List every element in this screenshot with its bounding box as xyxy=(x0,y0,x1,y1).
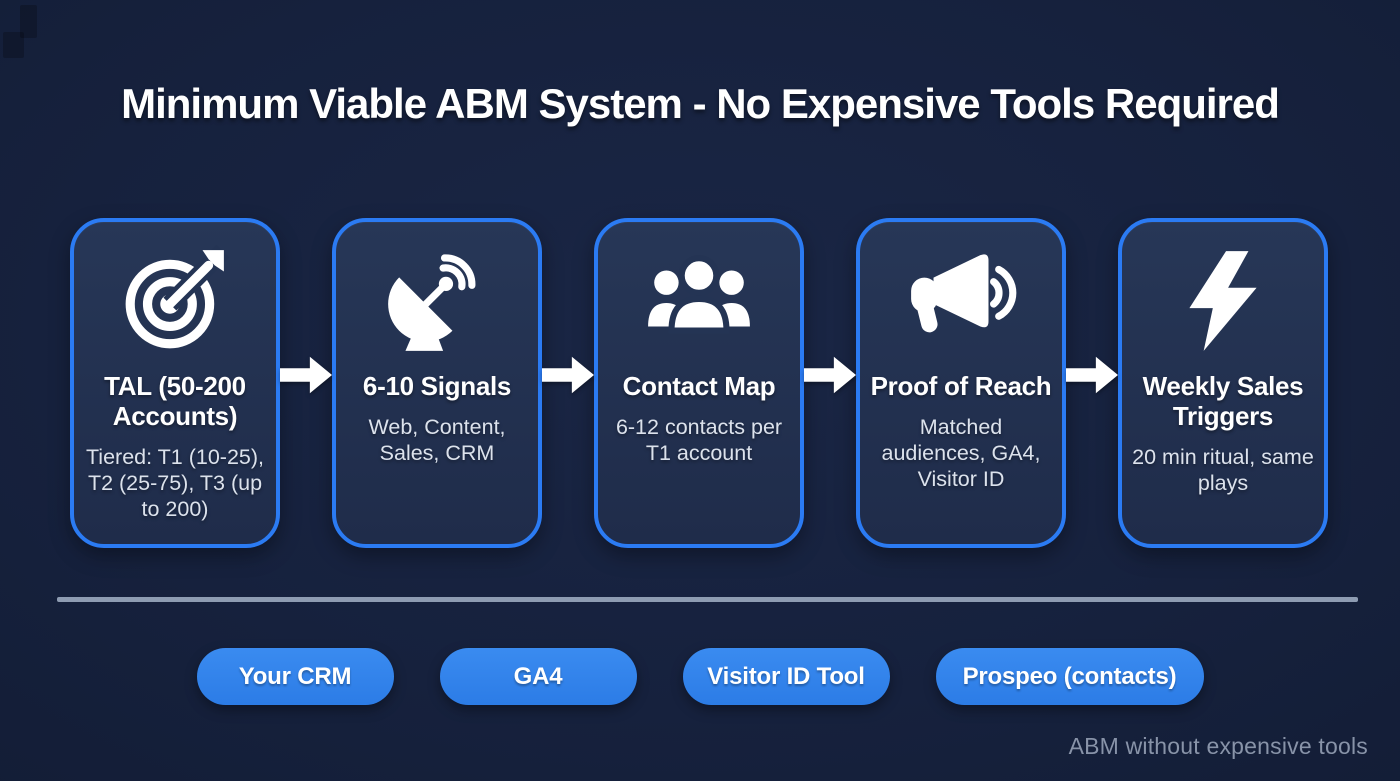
arrow-right-icon xyxy=(804,355,856,395)
step-card-signals: 6-10 Signals Web, Content, Sales, CRM xyxy=(332,218,542,548)
corner-artifact xyxy=(20,5,37,38)
arrow-right-icon xyxy=(280,355,332,395)
page-title: Minimum Viable ABM System - No Expensive… xyxy=(121,80,1280,127)
step-card-contact-map: Contact Map 6-12 contacts per T1 account xyxy=(594,218,804,548)
step-card-proof-of-reach: Proof of Reach Matched audiences, GA4, V… xyxy=(856,218,1066,548)
step-subtitle: 6-12 contacts per T1 account xyxy=(615,415,783,465)
step-title: Proof of Reach xyxy=(870,371,1052,401)
step-subtitle: 20 min ritual, same plays xyxy=(1132,445,1314,495)
step-subtitle: Tiered: T1 (10-25), T2 (25-75), T3 (up t… xyxy=(85,445,265,521)
lightning-bolt-icon xyxy=(1189,251,1257,351)
tool-pill-visitor-id: Visitor ID Tool xyxy=(682,648,890,705)
divider-line xyxy=(57,597,1358,602)
footer-note: ABM without expensive tools xyxy=(1068,733,1368,759)
tools-row: Your CRM GA4 Visitor ID Tool Prospeo (co… xyxy=(0,648,1400,705)
tool-pill-prospeo: Prospeo (contacts) xyxy=(935,648,1204,705)
tool-pill-your-crm: Your CRM xyxy=(196,648,394,705)
target-icon xyxy=(125,245,230,349)
step-title: TAL (50-200 Accounts) xyxy=(104,371,246,431)
step-card-tal: TAL (50-200 Accounts) Tiered: T1 (10-25)… xyxy=(70,218,280,548)
step-card-weekly-triggers: Weekly Sales Triggers 20 min ritual, sam… xyxy=(1118,218,1328,548)
step-subtitle: Matched audiences, GA4, Visitor ID xyxy=(881,415,1041,491)
arrow-right-icon xyxy=(1066,355,1118,395)
people-group-icon xyxy=(648,255,750,334)
tool-pill-ga4: GA4 xyxy=(439,648,637,705)
arrow-right-icon xyxy=(542,355,594,395)
step-subtitle: Web, Content, Sales, CRM xyxy=(368,415,506,465)
step-title: Weekly Sales Triggers xyxy=(1142,371,1304,431)
step-title: Contact Map xyxy=(622,371,776,401)
megaphone-icon xyxy=(911,254,1017,333)
flow-diagram: TAL (50-200 Accounts) Tiered: T1 (10-25)… xyxy=(70,218,1328,548)
corner-artifact xyxy=(3,32,24,58)
step-title: 6-10 Signals xyxy=(362,371,512,401)
satellite-dish-icon xyxy=(388,254,476,351)
